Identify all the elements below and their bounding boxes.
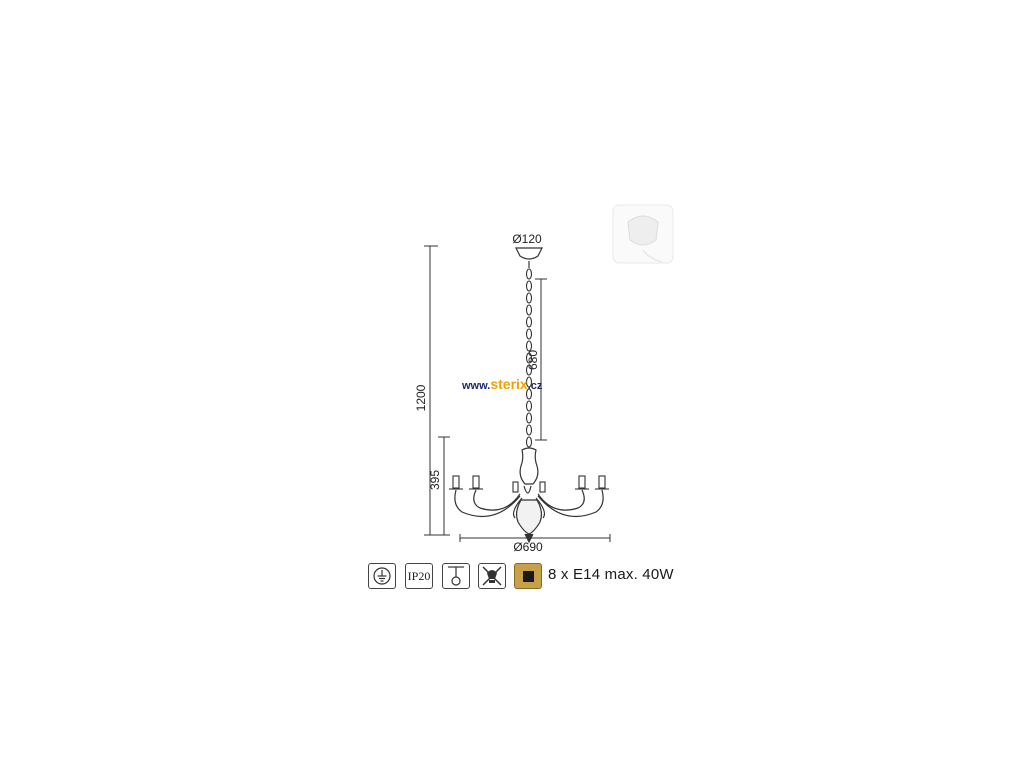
candle-holders <box>449 475 609 493</box>
no-covering-icon <box>478 563 506 589</box>
chandelier-body <box>515 447 543 544</box>
body-height-label: 395 <box>428 470 442 490</box>
ip-rating-icon: IP20 <box>405 563 433 589</box>
pendant-mount-icon <box>442 563 470 589</box>
chandelier-arms <box>454 485 604 519</box>
product-thumbnail <box>612 204 674 264</box>
bulb-spec-text: 8 x E14 max. 40W <box>548 566 674 583</box>
watermark: www.sterix.cz <box>461 376 543 392</box>
canopy <box>515 247 543 268</box>
width-diameter-label: Ø690 <box>513 540 543 554</box>
chain <box>525 268 533 448</box>
protection-class-earth-icon <box>368 563 396 589</box>
ip-rating-label: IP20 <box>407 568 431 583</box>
finish-color-swatch-icon <box>514 563 542 589</box>
overall-height-label: 1200 <box>414 384 428 411</box>
watermark-suffix: .cz <box>528 380 543 392</box>
watermark-prefix: www. <box>461 380 490 392</box>
finish-swatch-inner <box>522 570 534 582</box>
canopy-diameter-label: Ø120 <box>512 232 542 246</box>
dimension-lines <box>424 245 611 542</box>
watermark-brand: sterix <box>490 376 528 392</box>
chain-length-label: 680 <box>526 350 540 370</box>
